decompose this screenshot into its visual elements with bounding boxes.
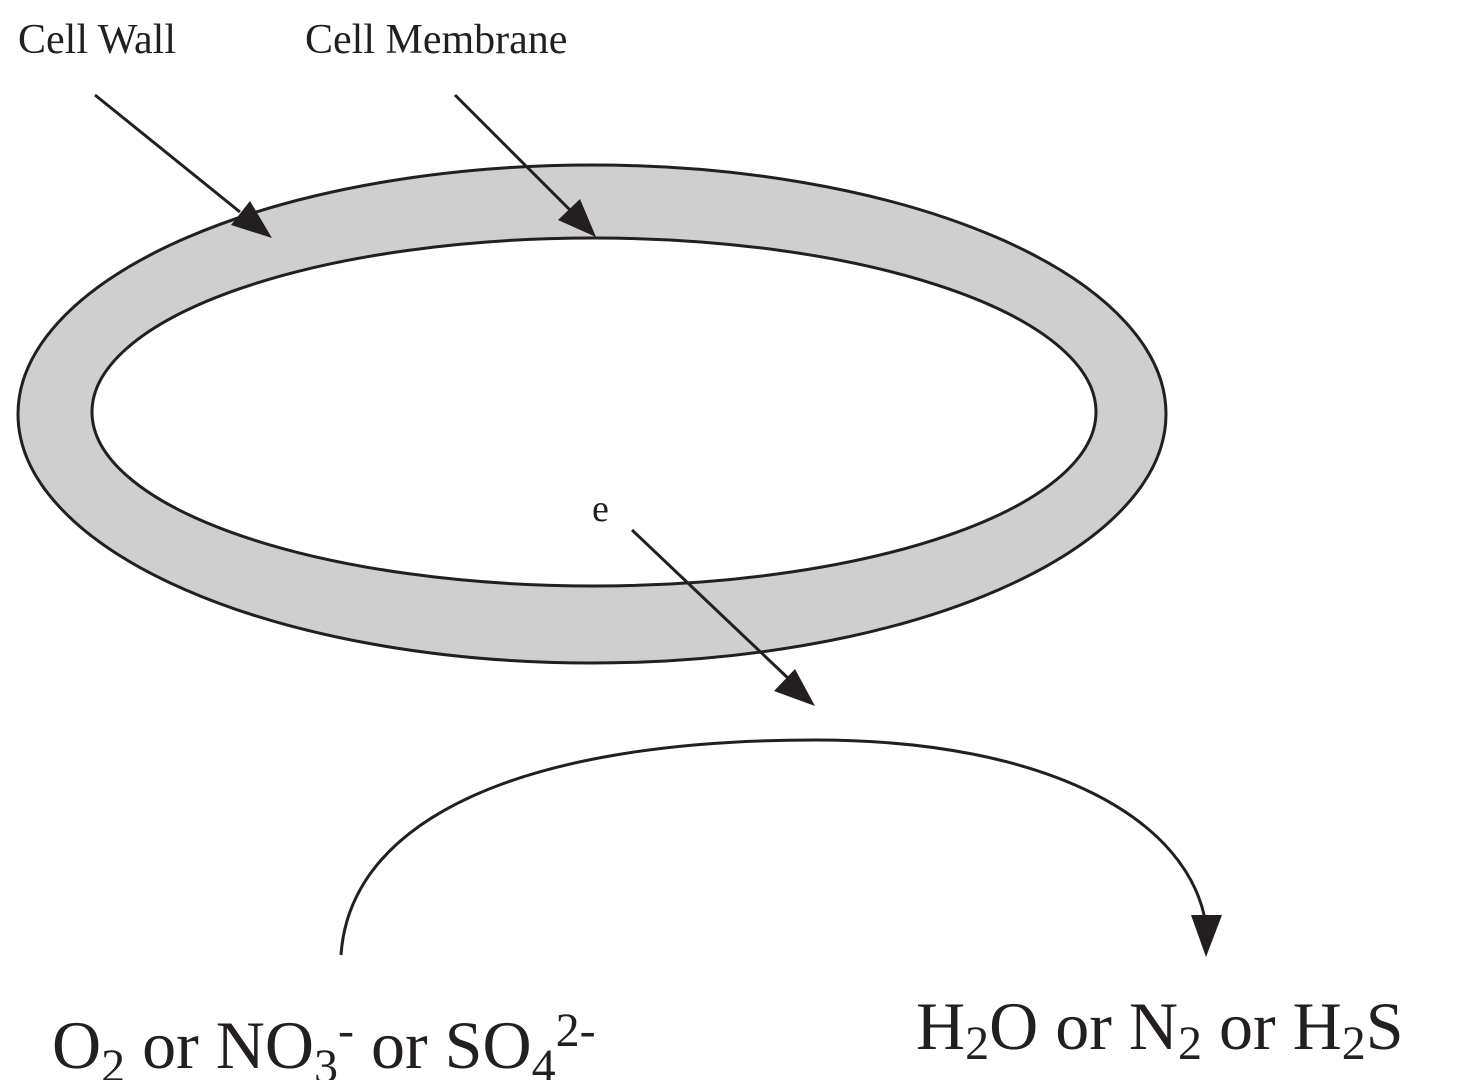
product-h2s-s: S	[1366, 988, 1404, 1064]
product-or-2: or	[1202, 988, 1293, 1064]
cell-wall-label: Cell Wall	[18, 17, 176, 63]
product-or-1: or	[1038, 988, 1129, 1064]
product-n2: N	[1129, 988, 1178, 1064]
reactant-no3: NO	[216, 1007, 314, 1080]
cell-membrane-shape	[90, 236, 1098, 588]
product-n2-subscript: 2	[1178, 1017, 1202, 1070]
product-h2o-subscript: 2	[965, 1017, 989, 1070]
electron-arrow	[630, 528, 815, 706]
product-h2s-subscript: 2	[1342, 1017, 1366, 1070]
electron-label: e	[592, 488, 609, 530]
reduction-curve-arrow	[339, 738, 1222, 957]
cell-membrane-label: Cell Membrane	[305, 17, 567, 63]
reactant-o2-subscript: 2	[101, 1040, 125, 1080]
electron-acceptors-label: O2 or NO3- or SO42-	[52, 1004, 596, 1080]
reactant-so4-subscript: 4	[532, 1040, 556, 1080]
reactant-so4-charge: 2-	[556, 1004, 596, 1057]
cell-membrane-arrow	[453, 93, 596, 237]
reactant-no3-charge: -	[338, 1004, 354, 1057]
reactant-so4: SO	[445, 1007, 532, 1080]
product-h2o-h: H	[916, 988, 965, 1064]
reduced-products-label: H2O or N2 or H2S	[916, 988, 1404, 1070]
reactant-no3-subscript: 3	[314, 1040, 338, 1080]
product-h2s-h: H	[1293, 988, 1342, 1064]
reactant-or-1: or	[125, 1007, 216, 1080]
product-h2o-o: O	[989, 988, 1038, 1064]
reactant-or-2: or	[354, 1007, 445, 1080]
cell-wall-arrow	[94, 93, 272, 238]
reactant-o2: O	[52, 1007, 101, 1080]
